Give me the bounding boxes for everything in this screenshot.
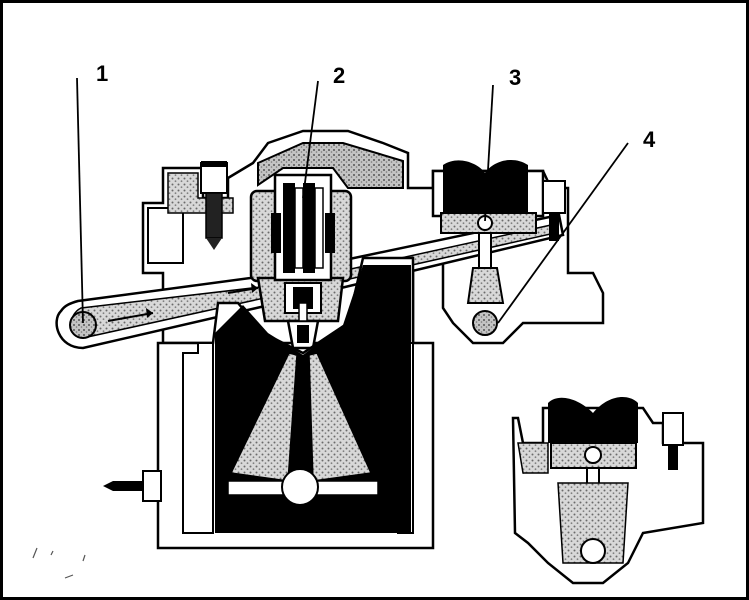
- engine-cross-section-drawing: [32, 77, 705, 585]
- piston-with-pin: [227, 468, 379, 506]
- callout-label-3: 3: [509, 65, 522, 90]
- head-bolt-left: [200, 161, 228, 250]
- callout-label-4: 4: [643, 127, 656, 152]
- glow-plug: [103, 470, 162, 502]
- scan-noise: [32, 547, 86, 579]
- callout-label-2: 2: [333, 63, 346, 88]
- plunger-detail-inset: [511, 397, 705, 585]
- fuel-pump-plunger: [431, 159, 566, 336]
- injector-assembly: [249, 173, 353, 350]
- callout-leaders: [76, 77, 629, 324]
- fuel-spray-cone: [229, 352, 373, 482]
- callout-label-1: 1: [96, 61, 109, 86]
